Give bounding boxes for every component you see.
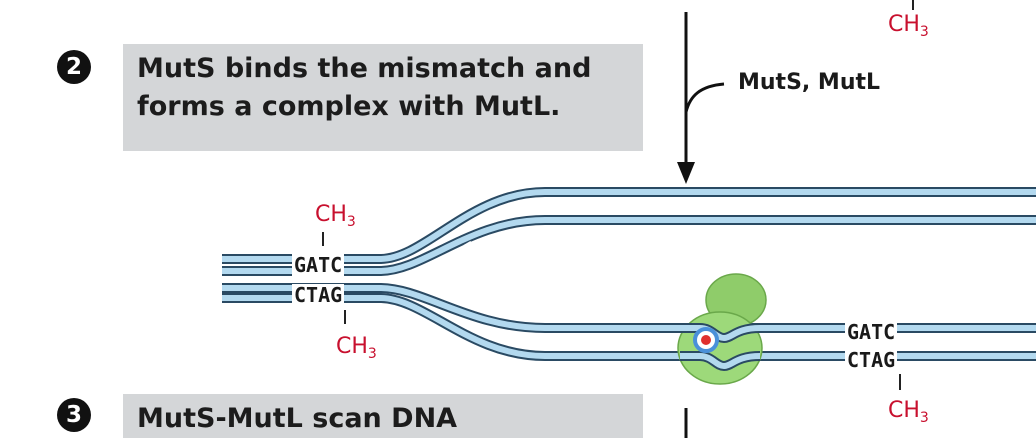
bottom-strand-inner-fill <box>222 285 1036 331</box>
enzymes-label: MutS, MutL <box>738 70 881 95</box>
step-2-caption-line2: forms a complex with MutL. <box>137 91 561 122</box>
methyl-label-right-bottom: CH3 <box>888 400 929 429</box>
left-ctag-sequence: CTAG <box>292 283 345 307</box>
fork-gap-mark-2 <box>466 288 484 310</box>
top-strand-outer-fill <box>222 189 1036 262</box>
bottom-strand-outer-fill <box>222 295 1036 359</box>
methyl-label-left-top: CH3 <box>315 204 356 233</box>
mismatch-marker-dot <box>701 335 711 345</box>
methyl-label-left-bottom: CH3 <box>336 336 377 365</box>
methyl-sub-text: 3 <box>919 24 929 40</box>
methyl-sub-text: 3 <box>919 410 929 426</box>
enzymes-curve <box>684 82 725 113</box>
step-2-caption-line1: MutS binds the mismatch and <box>137 53 592 84</box>
methyl-ch-text: CH <box>336 334 368 359</box>
methyl-ch-text: CH <box>888 12 920 37</box>
methyl-sub-text: 3 <box>367 346 377 362</box>
top-strand-inner-fill <box>222 217 1036 274</box>
right-gatc-sequence: GATC <box>845 320 898 344</box>
right-ctag-sequence: CTAG <box>845 348 898 372</box>
step-2-caption: MutS binds the mismatch and forms a comp… <box>123 44 643 151</box>
fork-gap-mark <box>463 240 482 265</box>
step-2-badge: 2 <box>57 50 91 84</box>
down-arrow <box>677 12 695 184</box>
muts-protein <box>677 311 763 385</box>
methyl-ch-text: CH <box>315 202 347 227</box>
methyl-label-top: CH3 <box>888 14 929 43</box>
step-3-caption: MutS-MutL scan DNA <box>123 394 643 438</box>
step-3-caption-line1: MutS-MutL scan DNA <box>137 403 458 434</box>
bottom-strand-outer-through-fill <box>680 353 761 370</box>
methyl-sub-text: 3 <box>346 214 356 230</box>
step-3-badge: 3 <box>57 398 91 432</box>
left-gatc-sequence: GATC <box>292 253 345 277</box>
methyl-ch-text: CH <box>888 398 920 423</box>
